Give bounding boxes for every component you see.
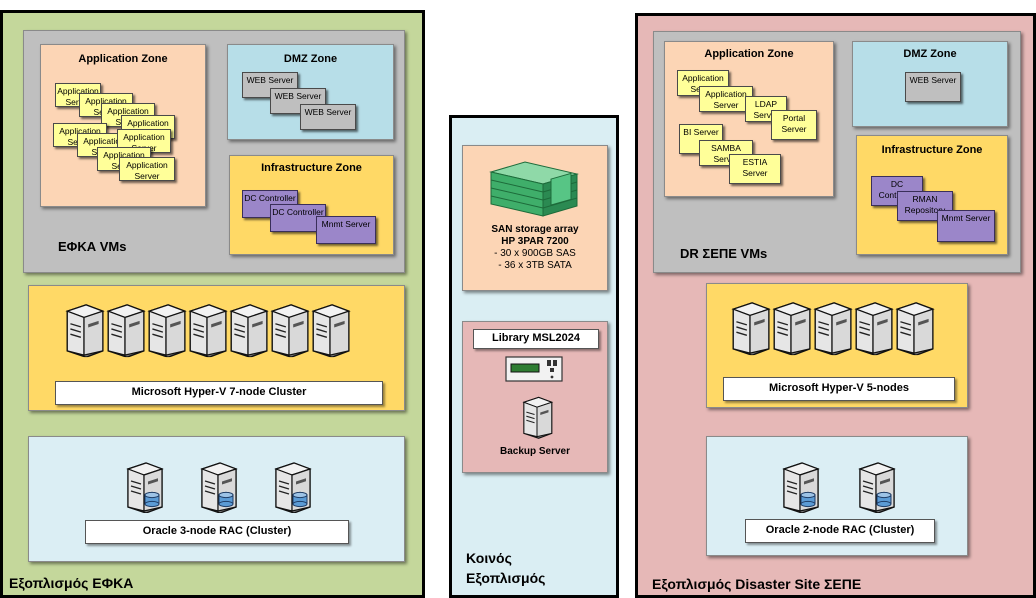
- server-icon: [143, 302, 189, 358]
- vm-box: Portal Server: [771, 110, 817, 140]
- shared-title: Κοινός Εξοπλισμός: [466, 548, 545, 588]
- dmz-zone-title: DMZ Zone: [903, 48, 957, 60]
- san-disks-sata: - 36 x 3TB SATA: [498, 260, 572, 271]
- shared-title-line2: Εξοπλισμός: [466, 570, 546, 586]
- library-label: Library MSL2024: [473, 329, 599, 349]
- site-sepe-dr: Application Zone Application Server Appl…: [635, 13, 1036, 598]
- infrastructure-zone-title: Infrastructure Zone: [261, 162, 362, 174]
- backup-label: Backup Server: [499, 446, 571, 457]
- server-icon: [727, 300, 773, 356]
- database-server-icon: [195, 461, 241, 513]
- server-icon: [307, 302, 353, 358]
- application-zone: Application Zone Application Server Appl…: [664, 41, 834, 197]
- application-zone-title: Application Zone: [78, 53, 168, 65]
- hyperv-label: Microsoft Hyper-V 5-nodes: [723, 377, 955, 401]
- site-title: Εξοπλισμός Disaster Site ΣΕΠΕ: [652, 576, 862, 592]
- infrastructure-zone: Infrastructure Zone DC Controller DC Con…: [229, 155, 394, 255]
- site-efka: Application Zone Application Server Appl…: [0, 10, 425, 598]
- server-icon: [768, 300, 814, 356]
- server-icon: [266, 302, 312, 358]
- san-title: SAN storage array: [491, 224, 579, 235]
- oracle-rac-zone: Oracle 3-node RAC (Cluster): [28, 436, 405, 562]
- oracle-label: Oracle 3-node RAC (Cluster): [85, 520, 349, 544]
- dmz-zone: DMZ Zone WEB Server: [852, 41, 1008, 127]
- infrastructure-zone-title: Infrastructure Zone: [881, 144, 983, 156]
- hyperv-cluster-zone: Microsoft Hyper-V 5-nodes: [706, 283, 968, 408]
- shared-title-line1: Κοινός: [466, 550, 512, 566]
- san-storage-icon: [489, 161, 579, 217]
- server-icon: [102, 302, 148, 358]
- vm-area: Application Zone Application Server Appl…: [23, 30, 405, 273]
- server-icon: [61, 302, 107, 358]
- application-zone: Application Zone Application Server Appl…: [40, 44, 206, 207]
- server-icon: [850, 300, 896, 356]
- mnmt-server-box: Mnmt Server: [316, 216, 376, 244]
- oracle-rac-zone: Oracle 2-node RAC (Cluster): [706, 436, 968, 556]
- oracle-label: Oracle 2-node RAC (Cluster): [745, 519, 935, 543]
- san-zone: SAN storage array HP 3PAR 7200 - 30 x 90…: [462, 145, 608, 291]
- vm-area: Application Zone Application Server Appl…: [653, 31, 1021, 273]
- infrastructure-zone: Infrastructure Zone DC Controller RMAN R…: [856, 135, 1008, 255]
- san-model: HP 3PAR 7200: [501, 236, 569, 247]
- vm-box: Application Server: [699, 86, 753, 112]
- database-server-icon: [269, 461, 315, 513]
- database-server-icon: [121, 461, 167, 513]
- hyperv-cluster-zone: Microsoft Hyper-V 7-node Cluster: [28, 285, 405, 411]
- dmz-zone-title: DMZ Zone: [283, 53, 338, 65]
- web-server-box: WEB Server: [905, 72, 961, 102]
- hyperv-label: Microsoft Hyper-V 7-node Cluster: [55, 381, 383, 405]
- database-server-icon: [777, 461, 823, 513]
- vms-label: DR ΣΕΠΕ VMs: [680, 246, 768, 261]
- server-icon: [809, 300, 855, 356]
- backup-server-icon: [519, 395, 555, 439]
- dmz-zone: DMZ Zone WEB Server WEB Server WEB Serve…: [227, 44, 394, 140]
- site-title: Εξοπλισμός ΕΦΚΑ: [9, 575, 134, 591]
- server-icon: [225, 302, 271, 358]
- server-icon: [891, 300, 937, 356]
- application-zone-title: Application Zone: [704, 48, 794, 60]
- server-icon: [184, 302, 230, 358]
- backup-zone: Library MSL2024 Backup Server: [462, 321, 608, 473]
- vm-box: Application Server: [119, 157, 175, 181]
- web-server-box: WEB Server: [300, 104, 356, 130]
- mnmt-server-box: Mnmt Server: [937, 210, 995, 242]
- vms-label: ΕΦΚΑ VMs: [58, 239, 127, 254]
- site-shared: SAN storage array HP 3PAR 7200 - 30 x 90…: [449, 115, 619, 598]
- vm-box: ESTIA Server: [729, 154, 781, 184]
- san-disks-sas: - 30 x 900GB SAS: [494, 248, 576, 259]
- database-server-icon: [853, 461, 899, 513]
- vm-box: SAMBA Server: [699, 140, 753, 166]
- tape-library-icon: [505, 356, 563, 382]
